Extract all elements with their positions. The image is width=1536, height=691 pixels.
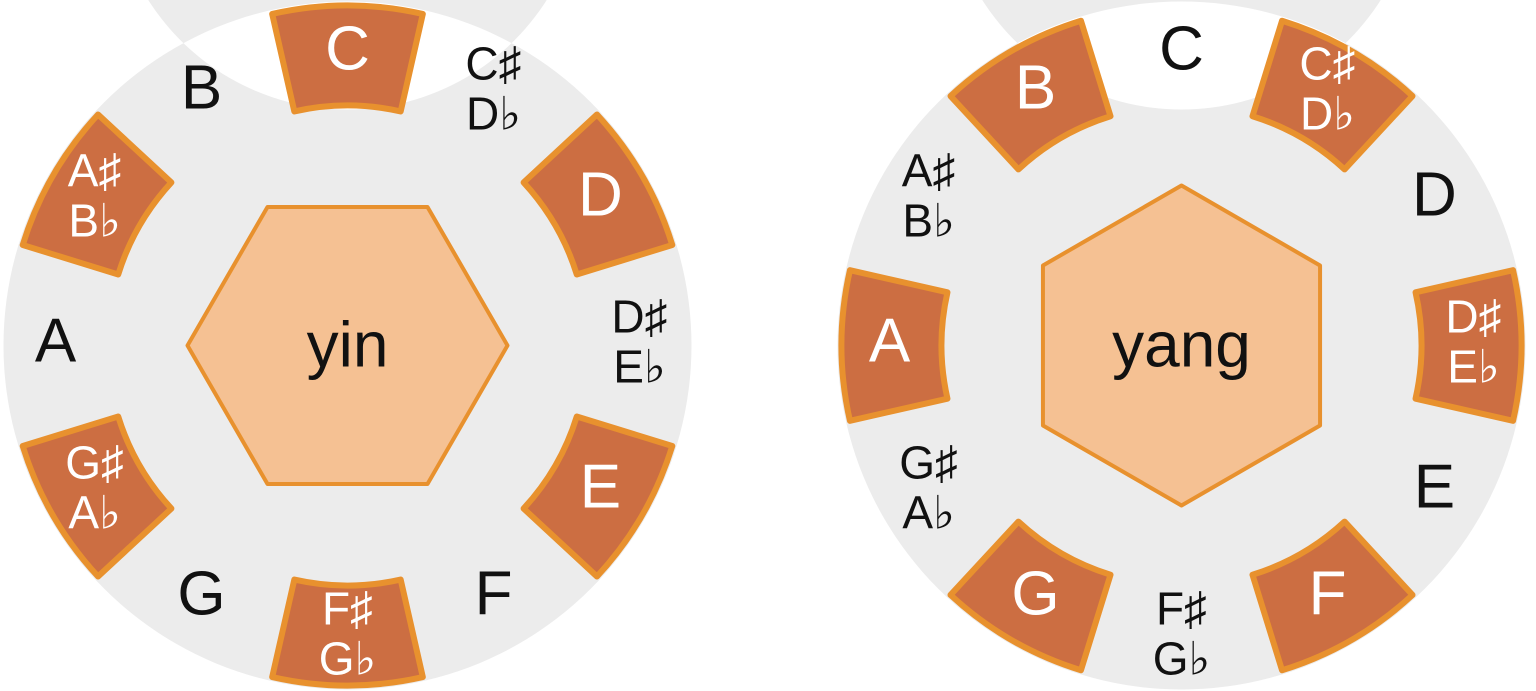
center-hexagon-label: yang [1112, 308, 1251, 380]
pitch-label-line: D♯ [611, 291, 667, 343]
pitch-segment-active[interactable] [269, 2, 426, 115]
pitch-segment-label: G [1011, 560, 1059, 629]
pitch-segment-label: G [177, 560, 225, 629]
pitch-label-line: F♯ [1156, 583, 1207, 635]
pitch-label-line: D♯ [1445, 291, 1501, 343]
pitch-label-line: B [181, 54, 222, 123]
pitch-segment-label: D [578, 161, 623, 230]
pitch-label-line: E [1414, 453, 1455, 522]
pitch-label-line: C♯ [1299, 38, 1355, 90]
pitch-segment-label: E [1414, 453, 1455, 522]
pitch-segment-label: G♯A♭ [899, 437, 958, 539]
pitch-label-line: G [177, 560, 225, 629]
pitch-segment-active[interactable] [520, 413, 676, 580]
pitch-segment-label: F♯G♭ [319, 583, 376, 685]
pitch-label-line: A♭ [68, 487, 120, 539]
pitch-segment-active[interactable] [1249, 518, 1416, 674]
pitch-segment-label: A♯B♭ [902, 145, 956, 247]
pitch-label-line: A [869, 307, 911, 376]
pitch-segment-active[interactable] [947, 17, 1114, 173]
pitch-segment-label: A [35, 307, 77, 376]
pitch-label-line: D [578, 161, 623, 230]
pitch-segment-label: A [869, 307, 911, 376]
center-hexagon [185, 204, 510, 487]
pitch-segment-label: C♯D♭ [465, 38, 521, 140]
pitch-label-line: G♭ [319, 633, 376, 685]
pitch-label-line: E♭ [613, 341, 665, 393]
pitch-label-line: G♯ [899, 437, 958, 489]
pitch-segment-active[interactable] [1412, 267, 1525, 424]
pitch-label-line: F [475, 560, 513, 629]
center-hexagon-label: yin [307, 308, 389, 380]
pitch-segment-label: D♯E♭ [611, 291, 667, 393]
pitch-label-line: G♭ [1153, 633, 1210, 685]
pitch-label-line: D [1412, 161, 1457, 230]
pitch-label-line: C♯ [465, 38, 521, 90]
pitch-segment-label: D [1412, 161, 1457, 230]
pitch-segment-label: B [181, 54, 222, 123]
pitch-label-line: F♯ [322, 583, 373, 635]
pitch-label-line: A♯ [68, 145, 122, 197]
pitch-segment-active[interactable] [1249, 17, 1416, 173]
pitch-segment-label: G♯A♭ [65, 437, 124, 539]
pitch-segment-active[interactable] [269, 576, 426, 689]
pitch-segment-label: F♯G♭ [1153, 583, 1210, 685]
pitch-segment-label: F [1309, 560, 1347, 629]
pitch-segment-active[interactable] [19, 413, 175, 580]
pitch-segment-label: C [325, 15, 370, 84]
pitch-segment-active[interactable] [520, 111, 676, 278]
pitch-label-line: G [1011, 560, 1059, 629]
pitch-label-line: B♭ [68, 195, 120, 247]
pitch-label-line: B [1015, 54, 1056, 123]
pitch-label-line: A♭ [902, 487, 954, 539]
pitch-label-line: G♯ [65, 437, 124, 489]
pitch-segment-label: C [1159, 15, 1204, 84]
pitch-segment-label: A♯B♭ [68, 145, 122, 247]
pitch-segment-label: F [475, 560, 513, 629]
pitch-label-line: A [35, 307, 77, 376]
pitch-segment-active[interactable] [947, 518, 1114, 674]
pitch-label-line: C [1159, 15, 1204, 84]
pitch-label-line: F [1309, 560, 1347, 629]
pitch-segment-label: C♯D♭ [1299, 38, 1355, 140]
pitch-label-line: E [580, 453, 621, 522]
pitch-segment-label: D♯E♭ [1445, 291, 1501, 393]
pitch-segment-active[interactable] [838, 267, 951, 424]
pitch-label-line: B♭ [902, 195, 954, 247]
pitch-label-line: D♭ [1300, 88, 1355, 140]
pitch-segment-label: B [1015, 54, 1056, 123]
pitch-label-line: A♯ [902, 145, 956, 197]
pitch-segment-active[interactable] [19, 111, 175, 278]
pitch-label-line: E♭ [1447, 341, 1499, 393]
center-hexagon [1040, 183, 1323, 508]
pitch-label-line: C [325, 15, 370, 84]
pitch-label-line: D♭ [466, 88, 521, 140]
pitch-segment-label: E [580, 453, 621, 522]
